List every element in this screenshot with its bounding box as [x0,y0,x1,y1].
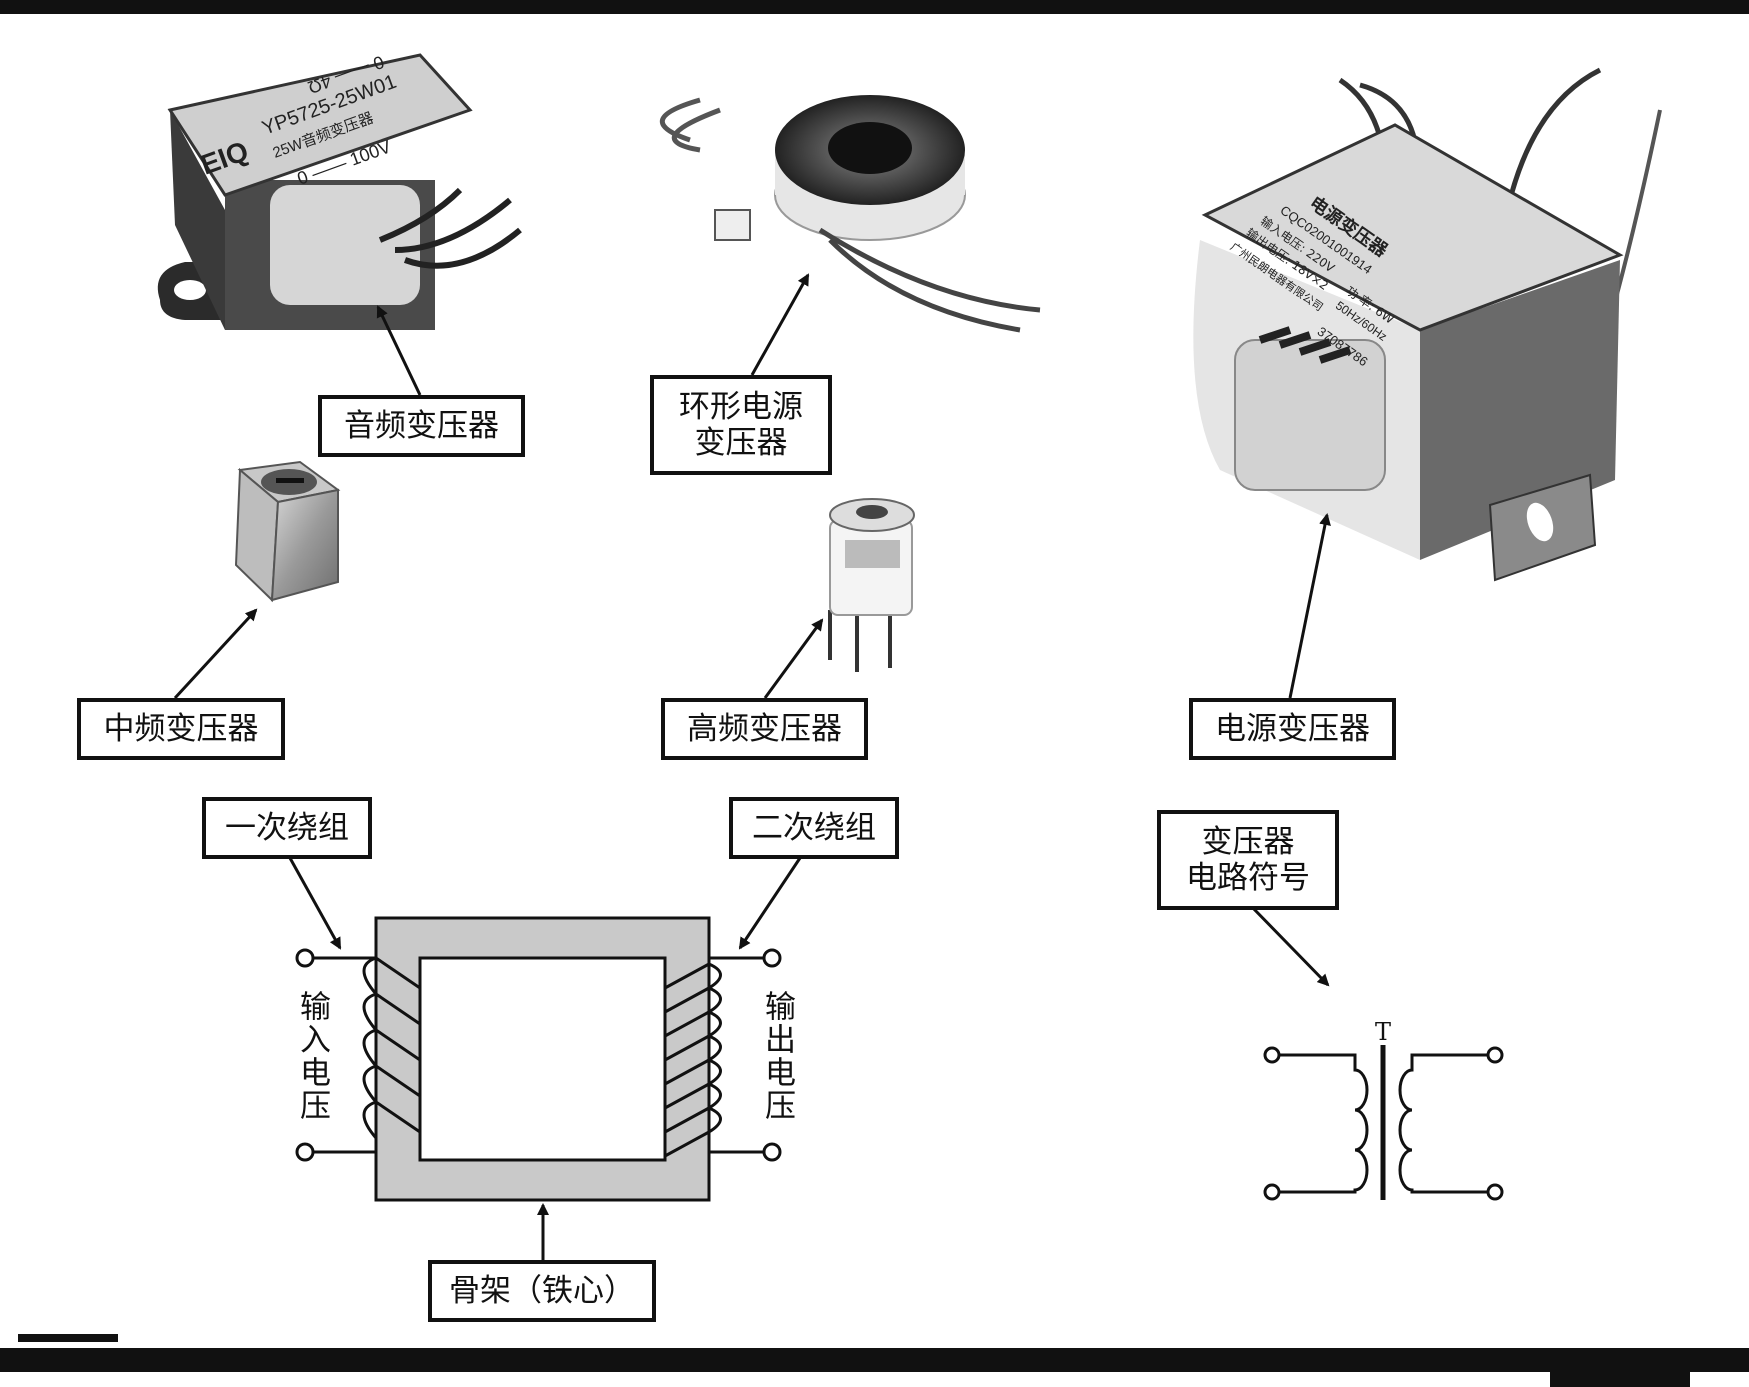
bottom-right-mark [1550,1372,1690,1387]
label-audio-transformer: 音频变压器 [318,395,525,457]
toroidal-transformer-photo [659,95,1041,333]
label-symbol-caption: 变压器 电路符号 [1157,810,1339,910]
label-power-transformer: 电源变压器 [1189,698,1396,760]
transformer-structure-diagram [288,857,802,1260]
label-toroidal-transformer: 环形电源 变压器 [650,375,832,475]
power-transformer-photo: 电源变压器 CQC02001001914 输入电压: 220V 输出电压: 18… [1193,67,1662,582]
label-hf-transformer: 高频变压器 [661,698,868,760]
label-core: 骨架（铁心） [428,1260,656,1322]
if-transformer-photo [234,460,341,603]
bottom-border-bar [0,1348,1749,1372]
audio-transformer-photo: EIQ YP5725-25W01 25W音频变压器 0 —— 4Ω 0 —— 1… [157,52,522,330]
transformer-circuit-symbol: T [1248,903,1504,1201]
top-border-bar [0,0,1749,14]
hf-transformer-photo [828,498,915,672]
arrow-power [1288,513,1331,699]
label-if-transformer: 中频变压器 [77,698,285,760]
arrow-if [173,608,258,700]
symbol-primary-coil [1272,1053,1369,1194]
symbol-t-label: T [1375,1018,1391,1046]
bottom-left-mark [18,1334,118,1342]
primary-winding-coil [295,948,421,1162]
symbol-secondary-coil [1398,1053,1495,1194]
output-voltage-label: 输出电压 [759,990,795,1122]
label-secondary-winding: 二次绕组 [729,797,899,859]
arrow-symbol [1248,903,1330,987]
arrow-secondary [738,857,802,950]
arrow-audio [376,305,422,396]
label-primary-winding: 一次绕组 [202,797,372,859]
input-voltage-label: 输入电压 [294,990,330,1122]
core-frame [374,916,711,1202]
arrow-hf [763,618,824,699]
secondary-winding-coil [664,948,782,1162]
arrow-toroidal [750,273,810,376]
arrow-primary [288,857,342,950]
